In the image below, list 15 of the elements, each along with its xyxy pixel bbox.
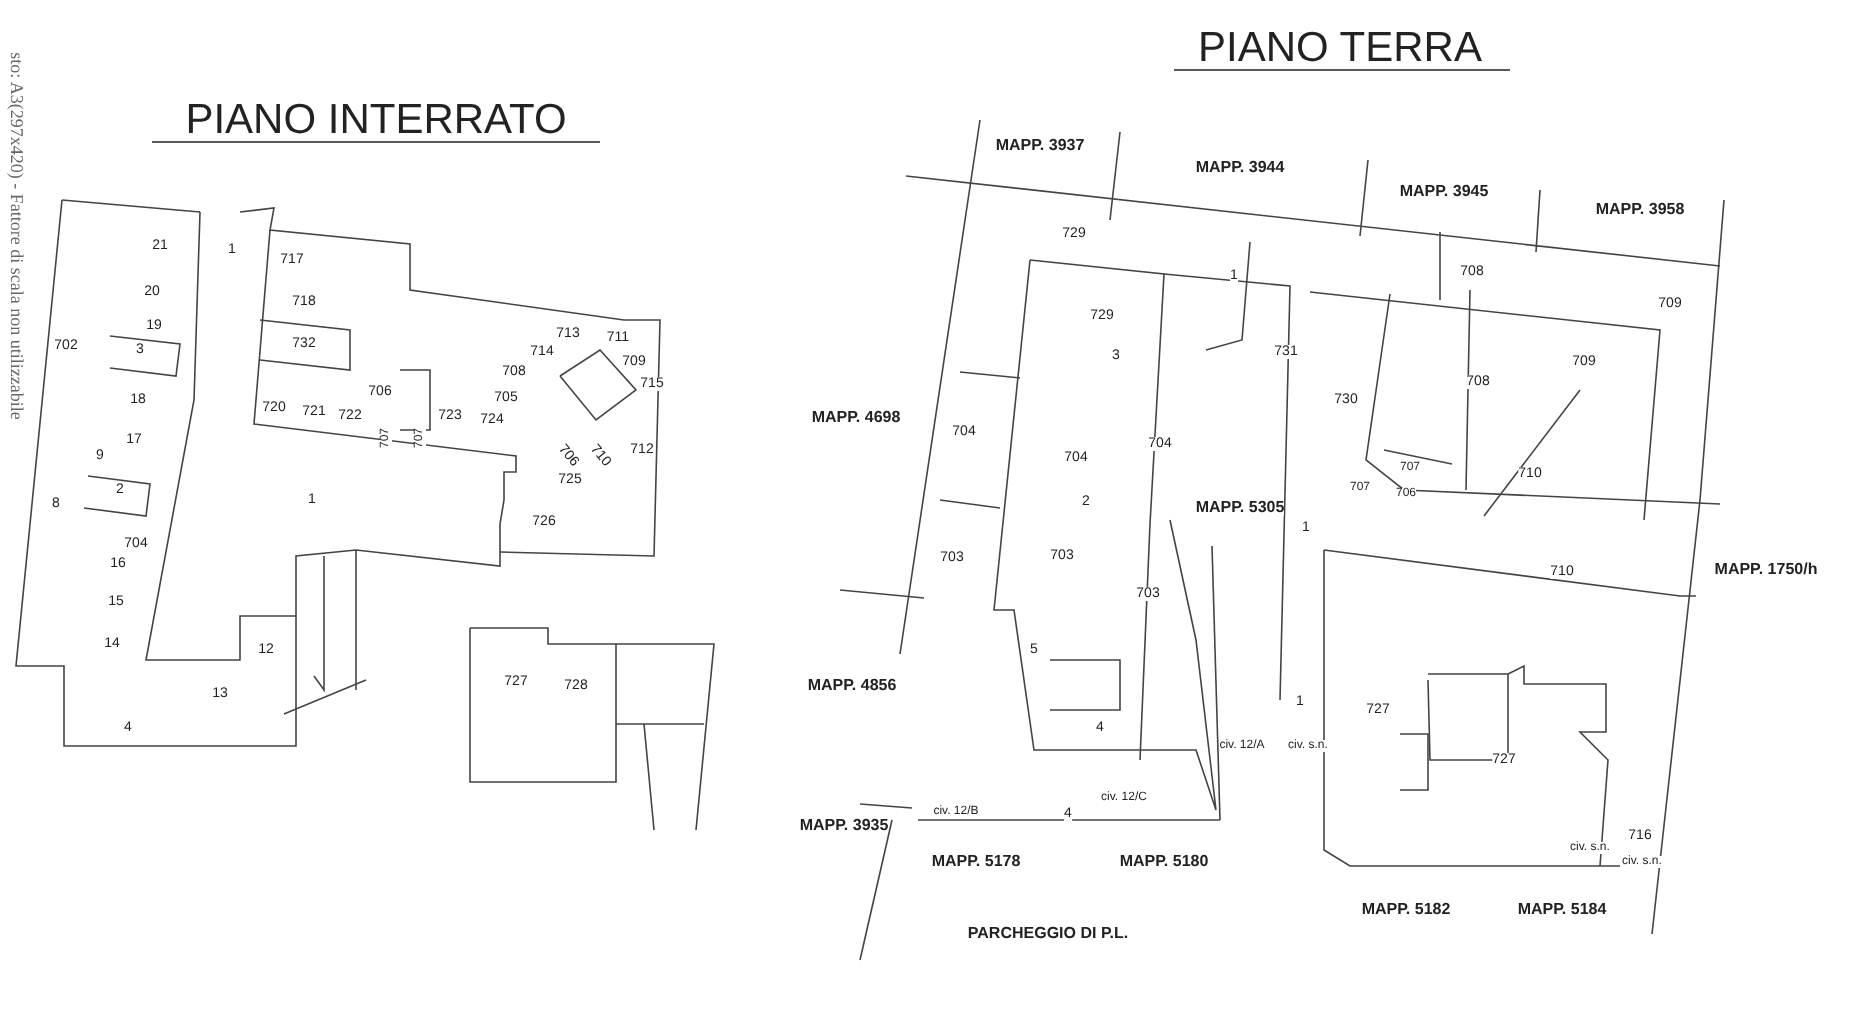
parcel-label: MAPP. 1750/h	[1714, 562, 1818, 578]
parcel-label: MAPP. 5182	[1361, 902, 1451, 918]
parcel-label: MAPP. 4856	[807, 678, 897, 694]
parcel-label: MAPP. 5305	[1195, 500, 1285, 516]
parcel-label: MAPP. 3937	[995, 138, 1085, 154]
parcel-label: MAPP. 3945	[1399, 184, 1489, 200]
area-label: PARCHEGGIO DI P.L.	[967, 926, 1129, 942]
parcel-label: MAPP. 3935	[799, 818, 889, 834]
print-note: sto: A3(297x420) - Fattore di scala non utilizzabile	[7, 52, 25, 420]
parcel-label: MAPP. 3944	[1195, 160, 1285, 176]
parcel-label: MAPP. 3958	[1595, 202, 1685, 218]
parcel-label: MAPP. 4698	[811, 410, 901, 426]
parcel-label: MAPP. 5184	[1517, 902, 1607, 918]
parcel-label: MAPP. 5180	[1119, 854, 1209, 870]
parcel-label: MAPP. 5178	[931, 854, 1021, 870]
